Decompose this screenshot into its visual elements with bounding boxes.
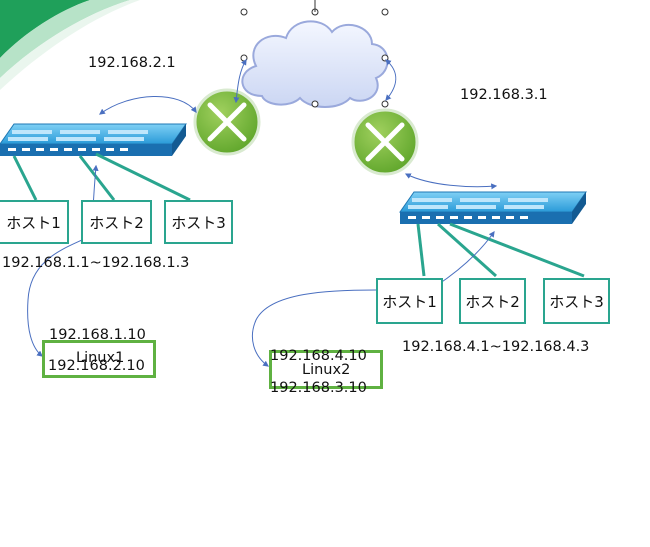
left-host-2: ホスト2 [81,200,152,244]
switch-icon [0,123,187,156]
right-network-range-label: 192.168.4.1~192.168.4.3 [402,339,590,355]
right-host-3: ホスト3 [543,278,610,324]
switch-icon [399,191,587,224]
linux2-ip-top: 192.168.4.10 [270,348,367,364]
host-cables-right [416,222,585,278]
linux2-name: Linux2 [302,362,351,378]
left-host-3: ホスト3 [164,200,233,244]
router1-ip-label: 192.168.2.1 [88,55,176,71]
router-icon [193,88,261,156]
linux2-ip-bottom: 192.168.3.10 [270,380,367,396]
linux1-ip-top: 192.168.1.10 [49,327,146,343]
router2-ip-label: 192.168.3.1 [460,87,548,103]
left-network-range-label: 192.168.1.1~192.168.1.3 [2,255,190,271]
linux1-ip-bottom: 192.168.2.10 [48,358,145,374]
linux1-box [42,340,156,378]
router-icon [351,108,419,176]
right-host-1: ホスト1 [376,278,443,324]
corner-swoosh-decoration [0,0,140,90]
host-cables-left [12,152,191,202]
left-host-1: ホスト1 [0,200,69,244]
right-host-2: ホスト2 [459,278,526,324]
link-arrows [27,58,498,367]
linux2-box [269,350,383,389]
cloud-icon [241,20,389,108]
linux1-name: Linux1 [76,350,125,366]
